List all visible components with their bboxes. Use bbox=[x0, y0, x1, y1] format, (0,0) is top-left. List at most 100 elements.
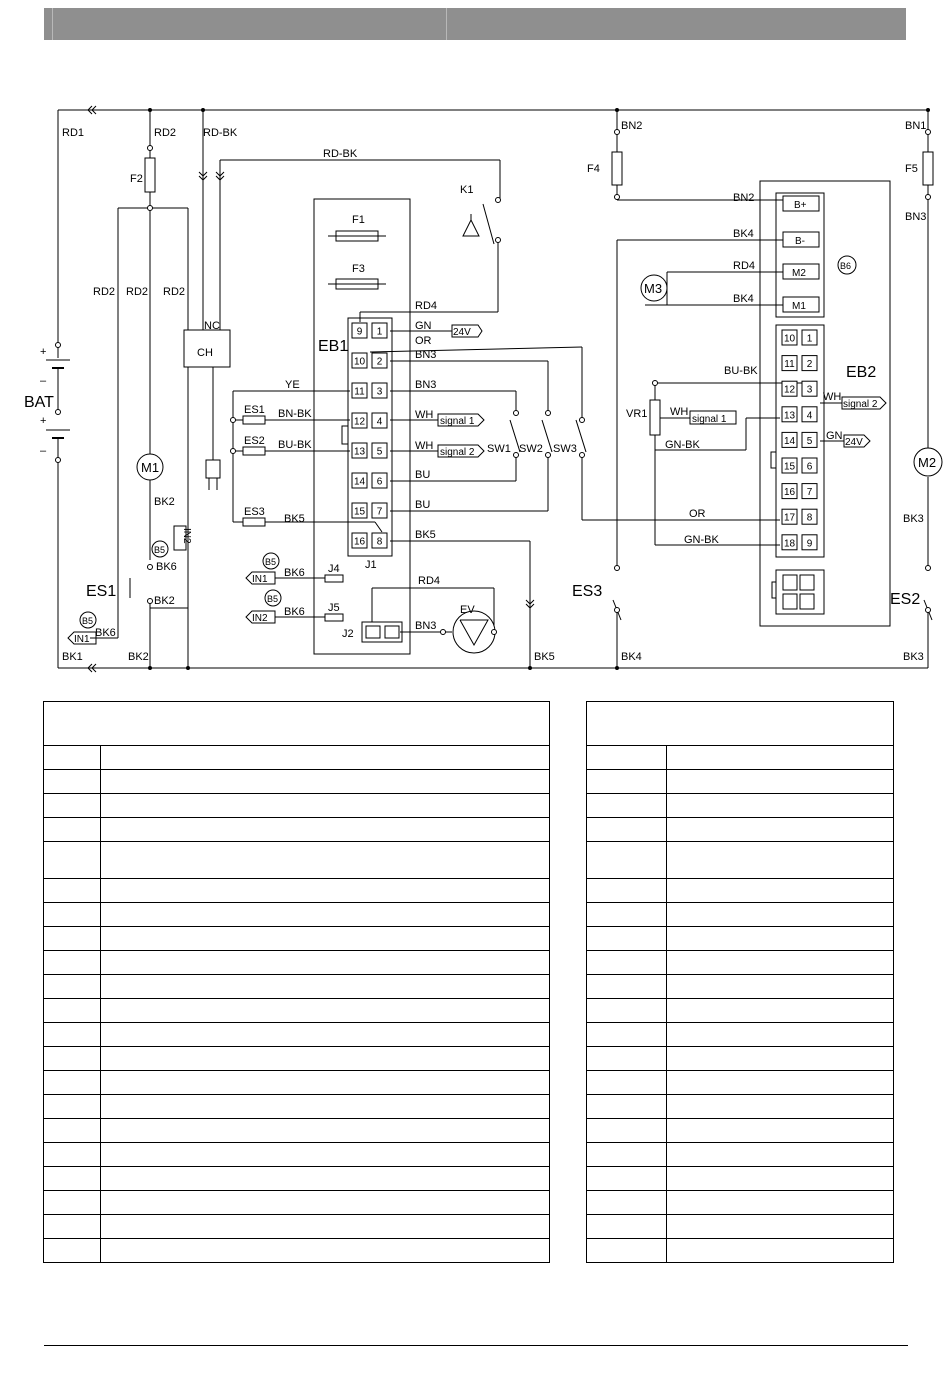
battery-symbol bbox=[46, 345, 70, 460]
wire-label: BK5 bbox=[284, 513, 305, 525]
legend-code-cell bbox=[43, 1046, 101, 1071]
tag-in2-m1 bbox=[173, 525, 187, 551]
eb1-pin-label: 8 bbox=[377, 537, 383, 548]
wire-label: OR bbox=[415, 335, 432, 347]
legend-row bbox=[586, 902, 894, 927]
eb1-pin-label: 13 bbox=[354, 447, 366, 458]
legend-row bbox=[43, 1238, 550, 1263]
eb2-pin bbox=[781, 355, 798, 372]
legend-row bbox=[43, 841, 550, 879]
wire-label: BU bbox=[415, 469, 430, 481]
eb1-pin-label: 12 bbox=[354, 417, 366, 428]
legend-row bbox=[43, 1022, 550, 1047]
legend-code-cell bbox=[586, 1142, 667, 1167]
ref-b5 bbox=[151, 540, 169, 558]
charger-plug bbox=[205, 459, 221, 479]
eb2-pin-label: 17 bbox=[784, 513, 796, 524]
eb1-pin-label: 9 bbox=[357, 327, 363, 338]
label-eb2: EB2 bbox=[846, 364, 876, 381]
wire-label: BK2 bbox=[128, 651, 149, 663]
wire-label: RD4 bbox=[733, 260, 755, 272]
footer-rule bbox=[44, 1345, 908, 1346]
legend-code-cell bbox=[586, 817, 667, 842]
legend-description-cell bbox=[100, 998, 550, 1023]
legend-description-cell bbox=[100, 1166, 550, 1191]
eb1-pin-label: 10 bbox=[354, 357, 366, 368]
legend-code-cell bbox=[586, 926, 667, 951]
legend-code-cell bbox=[586, 998, 667, 1023]
header-bar bbox=[44, 8, 906, 40]
label-es3: ES3 bbox=[572, 583, 602, 600]
wire-label: BU bbox=[415, 499, 430, 511]
legend-code-cell bbox=[586, 1190, 667, 1215]
label-m3: M3 bbox=[644, 281, 662, 296]
eb1-pin-label: 5 bbox=[377, 447, 383, 458]
label-signal1-vr1: signal 1 bbox=[692, 414, 727, 425]
eb1-pin bbox=[371, 442, 388, 459]
legend-code-cell bbox=[43, 926, 101, 951]
header-divider bbox=[446, 8, 447, 40]
eb2-pin-label: 4 bbox=[807, 410, 813, 421]
eb1-pin bbox=[351, 352, 368, 369]
legend-description-cell bbox=[666, 1214, 894, 1239]
label-in1: IN1 bbox=[252, 574, 268, 585]
legend-row bbox=[586, 878, 894, 903]
eb2-pin bbox=[801, 431, 818, 448]
legend-description-cell bbox=[666, 1238, 894, 1263]
legend-description-cell bbox=[100, 1022, 550, 1047]
eb2-pin bbox=[801, 355, 818, 372]
eb1-pin bbox=[351, 382, 368, 399]
legend-description-cell bbox=[666, 950, 894, 975]
legend-description-cell bbox=[666, 745, 894, 770]
eb1-pin-label: 6 bbox=[377, 477, 383, 488]
eb1-pin bbox=[351, 322, 368, 339]
legend-table-left bbox=[43, 701, 550, 1263]
label-es1: ES1 bbox=[86, 583, 116, 600]
legend-table-right bbox=[586, 701, 894, 1263]
legend-code-cell bbox=[43, 950, 101, 975]
charger-ch bbox=[183, 329, 231, 368]
label-m2: M2 bbox=[918, 455, 936, 470]
label-ev: EV bbox=[460, 604, 475, 616]
legend-row bbox=[586, 817, 894, 842]
legend-description-cell bbox=[100, 1046, 550, 1071]
legend-row bbox=[586, 950, 894, 975]
label-nc: NC bbox=[204, 320, 220, 332]
legend-description-cell bbox=[666, 1046, 894, 1071]
legend-code-cell bbox=[586, 1214, 667, 1239]
legend-description-cell bbox=[666, 998, 894, 1023]
eb1-pin-label: 16 bbox=[354, 537, 366, 548]
fuse-f4 bbox=[611, 151, 623, 186]
legend-row bbox=[586, 1094, 894, 1119]
connector-j2 bbox=[361, 621, 403, 643]
legend-description-cell bbox=[100, 745, 550, 770]
tag-24v bbox=[451, 324, 483, 338]
legend-row bbox=[586, 1238, 894, 1263]
eb2-pin bbox=[801, 406, 818, 423]
wire-label: GN-BK bbox=[684, 534, 720, 546]
legend-row bbox=[43, 1070, 550, 1095]
wire-label: RD2 bbox=[93, 286, 115, 298]
legend-code-cell bbox=[586, 902, 667, 927]
wire-label: BK6 bbox=[284, 567, 305, 579]
legend-code-cell bbox=[586, 1046, 667, 1071]
potentiometer-vr1 bbox=[649, 399, 661, 436]
label-es2-chip: ES2 bbox=[244, 435, 265, 447]
legend-row bbox=[43, 817, 550, 842]
eb1-pin-label: 3 bbox=[377, 387, 383, 398]
legend-code-cell bbox=[43, 745, 101, 770]
legend-description-cell bbox=[666, 1142, 894, 1167]
legend-code-cell bbox=[586, 950, 667, 975]
wire-label: BK3 bbox=[903, 513, 924, 525]
eb1-pin bbox=[351, 472, 368, 489]
label-j2: J2 bbox=[342, 628, 354, 640]
wire-label: RD2 bbox=[163, 286, 185, 298]
legend-row bbox=[43, 1118, 550, 1143]
legend-code-cell bbox=[43, 817, 101, 842]
eb2-pin-label: 1 bbox=[807, 334, 813, 345]
eb2-pin bbox=[801, 534, 818, 551]
legend-code-cell bbox=[43, 1238, 101, 1263]
legend-row bbox=[586, 1190, 894, 1215]
label-es3-chip: ES3 bbox=[244, 506, 265, 518]
label-eb2-m1: M1 bbox=[792, 301, 806, 312]
